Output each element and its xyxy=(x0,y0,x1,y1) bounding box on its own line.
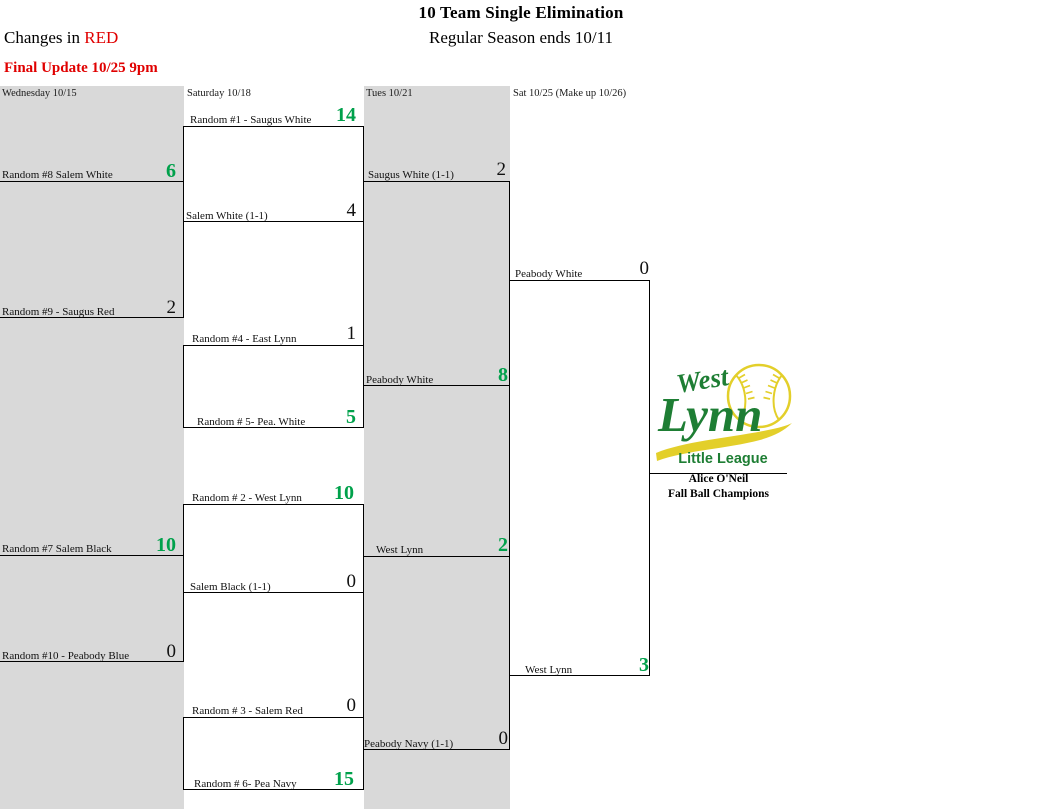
team-name: Random #9 - Saugus Red xyxy=(2,306,115,318)
changes-note-red-word: RED xyxy=(84,28,119,47)
match-slot-final-s2: West Lynn 3 xyxy=(525,655,649,676)
team-score: 3 xyxy=(639,654,649,676)
team-name: Peabody Navy (1-1) xyxy=(364,738,454,750)
team-name: West Lynn xyxy=(376,544,424,556)
logo-svg: West Lynn Little League xyxy=(656,361,792,467)
team-name: Random #8 Salem White xyxy=(2,169,113,181)
team-score: 0 xyxy=(166,641,177,662)
team-name: Peabody White xyxy=(366,374,434,386)
team-score: 10 xyxy=(334,482,354,504)
logo-swoosh xyxy=(656,423,792,461)
champion-divider xyxy=(650,473,787,474)
team-name: Random #7 Salem Black xyxy=(2,543,112,555)
team-name: West Lynn xyxy=(525,664,573,676)
team-score: 4 xyxy=(346,200,357,221)
logo-word-lynn: Lynn xyxy=(657,387,762,442)
team-name: Random # 2 - West Lynn xyxy=(192,492,302,504)
page-subtitle: Regular Season ends 10/11 xyxy=(429,28,613,47)
team-score: 15 xyxy=(334,768,354,790)
page-title: 10 Team Single Elimination xyxy=(418,3,624,22)
bracket-line-r2-m4 xyxy=(183,717,364,790)
match-slot-r3-m2-s1: West Lynn 2 xyxy=(376,535,508,556)
team-score: 0 xyxy=(346,571,357,592)
team-score: 0 xyxy=(498,728,509,749)
champion-line-1: Alice O'Neil xyxy=(688,473,749,485)
match-slot-r3-m1-s1: Saugus White (1-1) 2 xyxy=(368,160,508,181)
final-update-note: Final Update 10/25 9pm xyxy=(4,60,158,76)
team-score: 0 xyxy=(639,258,650,279)
bracket-line-r4-final xyxy=(509,280,650,676)
bracket-line-r1-m1 xyxy=(0,181,184,318)
match-slot-r2-m2-s2: Random # 5- Pea. White 5 xyxy=(197,407,362,428)
west-lynn-little-league-logo: West Lynn Little League xyxy=(650,355,796,475)
match-slot-final-s1: Peabody White 0 xyxy=(515,259,649,280)
team-name: Salem White (1-1) xyxy=(186,210,268,222)
logo-word-little-league: Little League xyxy=(678,451,767,467)
team-score: 0 xyxy=(346,695,357,716)
team-name: Salem Black (1-1) xyxy=(190,581,271,593)
match-slot-r3-m2-s2: Peabody Navy (1-1) 0 xyxy=(364,729,508,750)
bracket-line-r3-m1 xyxy=(363,181,510,386)
baseball-icon xyxy=(726,363,792,429)
team-name: Random # 6- Pea Navy xyxy=(194,778,297,790)
team-score: 6 xyxy=(166,160,176,182)
bracket-line-r1-m2 xyxy=(0,555,184,662)
match-slot-r1-m1-s2: Random #9 - Saugus Red 2 xyxy=(2,298,182,318)
match-slot-r2-m3-s2: Salem Black (1-1) 0 xyxy=(190,572,362,593)
team-score: 2 xyxy=(498,534,508,556)
round-date-4: Sat 10/25 (Make up 10/26) xyxy=(513,88,627,99)
bracket-line-r2-m2 xyxy=(183,345,364,428)
team-name: Random # 5- Pea. White xyxy=(197,416,306,428)
bracket-line-r3-m2 xyxy=(363,556,510,750)
team-name: Saugus White (1-1) xyxy=(368,169,454,181)
team-score: 1 xyxy=(346,323,357,344)
bracket-line-r2-m1 xyxy=(183,126,364,222)
match-slot-r2-m2-s1: Random #4 - East Lynn 1 xyxy=(192,324,362,345)
team-name: Random #1 - Saugus White xyxy=(190,114,312,126)
team-name: Random # 3 - Salem Red xyxy=(192,705,303,717)
match-slot-r2-m1-s2: Salem White (1-1) 4 xyxy=(186,201,362,222)
match-slot-r2-m1-s1: Random #1 - Saugus White 14 xyxy=(190,105,362,126)
match-slot-r1-m2-s2: Random #10 - Peabody Blue 0 xyxy=(2,642,182,662)
round-date-3: Tues 10/21 xyxy=(366,88,413,99)
match-slot-r1-m1-s1: Random #8 Salem White 6 xyxy=(2,161,182,181)
team-score: 5 xyxy=(346,406,356,428)
changes-note: Changes in RED xyxy=(4,28,118,48)
team-score: 8 xyxy=(498,364,508,386)
team-score: 2 xyxy=(166,297,177,318)
round-date-1: Wednesday 10/15 xyxy=(2,88,77,99)
match-slot-r2-m4-s2: Random # 6- Pea Navy 15 xyxy=(194,769,362,790)
team-name: Random #4 - East Lynn xyxy=(192,333,297,345)
bracket-line-r2-m3 xyxy=(183,504,364,593)
changes-note-prefix: Changes in xyxy=(4,28,85,47)
team-score: 14 xyxy=(336,104,356,126)
match-slot-r1-m2-s1: Random #7 Salem Black 10 xyxy=(2,535,182,555)
team-name: Peabody White xyxy=(515,268,583,280)
shade-band-round1 xyxy=(0,86,184,809)
round-date-2: Saturday 10/18 xyxy=(187,88,251,99)
champion-line-2: Fall Ball Champions xyxy=(668,488,769,500)
team-score: 2 xyxy=(496,159,507,180)
match-slot-r2-m4-s1: Random # 3 - Salem Red 0 xyxy=(192,696,362,717)
team-name: Random #10 - Peabody Blue xyxy=(2,650,130,662)
match-slot-r3-m1-s2: Peabody White 8 xyxy=(366,365,508,386)
team-score: 10 xyxy=(156,534,176,556)
baseball-stitches xyxy=(738,373,780,400)
match-slot-r2-m3-s1: Random # 2 - West Lynn 10 xyxy=(192,483,362,504)
